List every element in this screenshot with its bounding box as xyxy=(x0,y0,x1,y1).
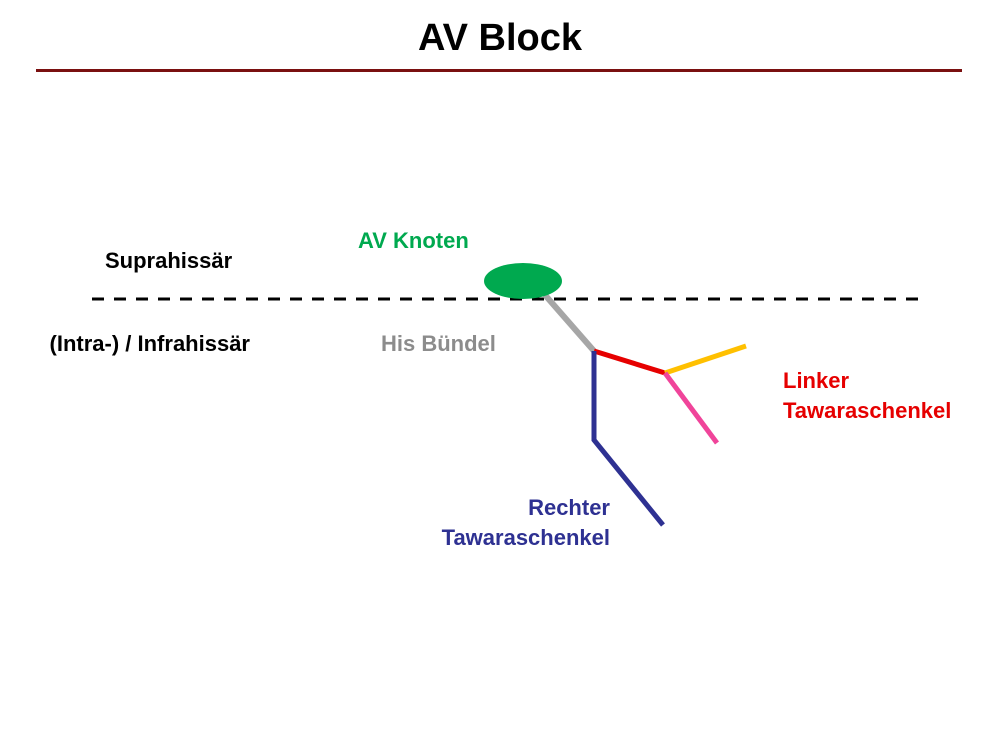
left-anterior-fascicle xyxy=(664,343,747,376)
left-bundle-label-line2: Tawaraschenkel xyxy=(783,398,952,423)
title-divider xyxy=(36,69,962,72)
left-bundle-label: Linker Tawaraschenkel xyxy=(783,366,951,426)
left-bundle-label-line1: Linker xyxy=(783,368,850,393)
right-bundle-label: Rechter Tawaraschenkel xyxy=(442,493,610,553)
right-bundle-label-line1: Rechter xyxy=(528,495,610,520)
left-posterior-fascicle xyxy=(662,371,720,445)
right-bundle-label-line2: Tawaraschenkel xyxy=(441,525,610,550)
infrahisseral-label: (Intra-) / Infrahissär xyxy=(49,331,250,356)
av-node-label: AV Knoten xyxy=(358,228,469,253)
his-bundle-label: His Bündel xyxy=(381,331,496,356)
right-bundle-branch xyxy=(591,351,665,527)
page-title: AV Block xyxy=(417,17,582,59)
his-bundle-line xyxy=(542,293,597,353)
av-node-shape xyxy=(484,263,562,299)
left-bundle-trunk xyxy=(593,348,666,376)
suprahisseral-label: Suprahissär xyxy=(105,248,233,273)
